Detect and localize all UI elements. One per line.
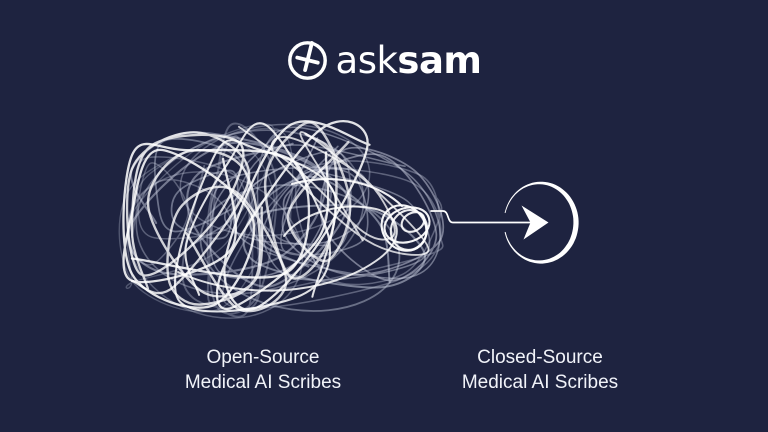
- right-label: Closed-Source Medical AI Scribes: [390, 346, 690, 395]
- scribble-sweep: [290, 178, 404, 208]
- scribble-stroke: [237, 125, 430, 256]
- arrow-line: [430, 210, 534, 224]
- scribble-stroke: [222, 160, 444, 310]
- scribble-sweeps: [177, 178, 404, 292]
- scribble-stroke: [242, 176, 426, 289]
- scribble-sweep: [177, 205, 398, 292]
- scribble-stroke: [122, 142, 311, 309]
- right-label-line1: Closed-Source: [477, 347, 603, 368]
- left-label: Open-Source Medical AI Scribes: [113, 346, 413, 395]
- scribble-stroke: [147, 149, 288, 313]
- wordmark-sam: sam: [397, 39, 482, 82]
- scribble-knot: [380, 204, 431, 252]
- left-label-line1: Open-Source: [206, 347, 320, 368]
- plus-circle-icon: [287, 41, 327, 80]
- arrow-into-circle: [430, 181, 579, 264]
- left-label-line2: Medical AI Scribes: [184, 371, 342, 393]
- scribble-stroke: [125, 131, 251, 295]
- scribble-stroke: [263, 121, 352, 280]
- scribble-loop: [179, 123, 371, 237]
- right-label-line2: Medical AI Scribes: [461, 371, 619, 393]
- wordmark-ask: ask: [335, 39, 398, 82]
- tangle-scribble: [118, 120, 445, 319]
- arrow-head-icon: [521, 205, 549, 240]
- scribble-stroke: [215, 120, 371, 311]
